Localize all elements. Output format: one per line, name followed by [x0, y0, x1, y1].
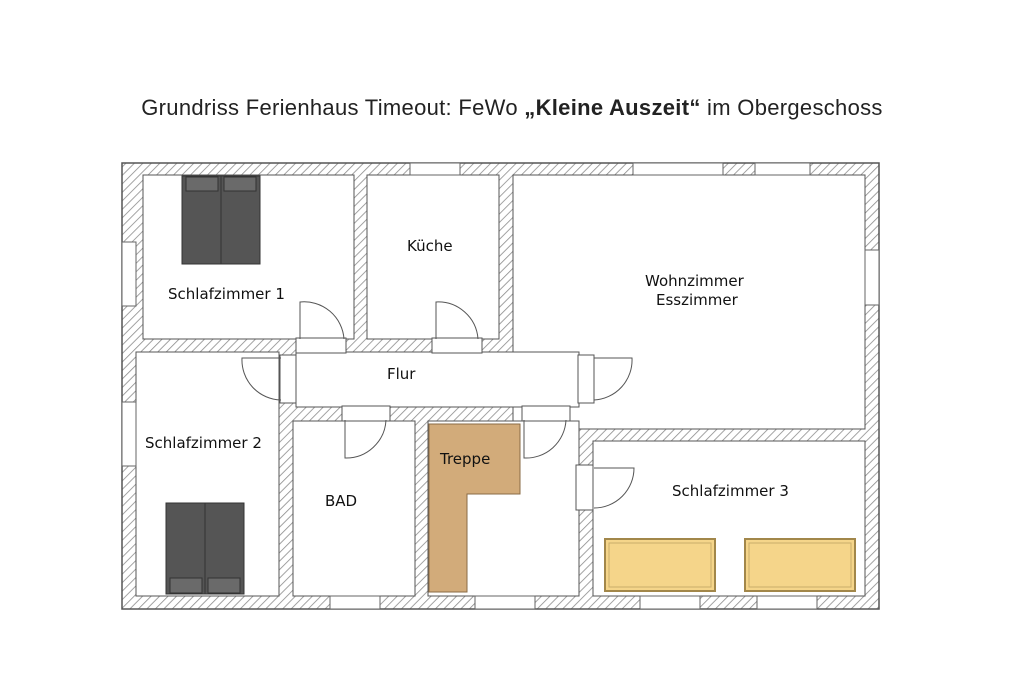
- label-schlafzimmer2: Schlafzimmer 2: [145, 434, 262, 452]
- bed-schlafzimmer2: [165, 502, 245, 595]
- label-kueche: Küche: [407, 237, 453, 255]
- room-kueche: [366, 174, 500, 340]
- label-schlafzimmer1: Schlafzimmer 1: [168, 285, 285, 303]
- title-prefix: Grundriss Ferienhaus Timeout: FeWo: [141, 95, 525, 120]
- doors: [241, 301, 635, 511]
- label-schlafzimmer3: Schlafzimmer 3: [672, 482, 789, 500]
- label-wohnzimmer: Wohnzimmer: [645, 272, 745, 290]
- room-flur: [295, 351, 580, 408]
- label-bad: BAD: [325, 492, 357, 510]
- label-flur: Flur: [387, 365, 416, 383]
- beds-schlafzimmer3: [604, 538, 856, 592]
- bed-schlafzimmer1: [181, 175, 261, 265]
- title-highlight: „Kleine Auszeit“: [524, 95, 701, 120]
- floorplan-title: Grundriss Ferienhaus Timeout: FeWo „Klei…: [0, 95, 1024, 121]
- staircase: [428, 423, 521, 593]
- windows: [121, 162, 880, 610]
- title-suffix: im Obergeschoss: [700, 95, 883, 120]
- label-esszimmer: Esszimmer: [656, 291, 739, 309]
- label-treppe: Treppe: [439, 450, 490, 468]
